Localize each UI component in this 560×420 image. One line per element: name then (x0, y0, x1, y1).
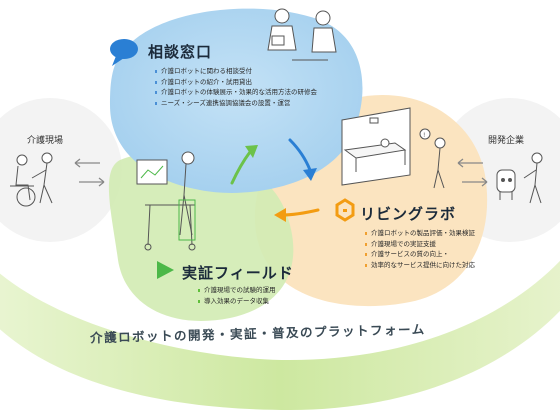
living-lab-title: リビングラボ (360, 205, 457, 223)
cycle-arrow-green (230, 150, 252, 185)
speech-bubble-icon (110, 39, 138, 66)
list-item: 介護ロボットの体験展示・効果的な活用方法の研修会 (155, 87, 317, 98)
double-arrow-icon (74, 158, 105, 187)
list-item: 介護ロボットの紹介・試用貸出 (155, 77, 317, 88)
cycle-arrow-orange-head (274, 208, 286, 222)
list-item: 効率的なサービス提供に向けた対応 (365, 260, 475, 271)
cycle-arrow-blue (288, 138, 312, 172)
list-item: 介護ロボットに関わる相談受付 (155, 66, 317, 77)
consultation-list: 介護ロボットに関わる相談受付 介護ロボットの紹介・試用貸出 介護ロボットの体験展… (155, 66, 317, 108)
field-list: 介護現場での試験的運用 導入効果のデータ収集 (198, 285, 276, 306)
living-lab-illustration: ! (341, 107, 446, 189)
list-item: 介護現場での試験的運用 (198, 285, 276, 296)
caregiver-illustration (10, 152, 53, 207)
list-item: 介護現場での実証支援 (365, 239, 475, 250)
double-arrow-icon (457, 158, 488, 187)
field-blob (108, 150, 294, 321)
list-item: ニーズ・シーズ連携協調協議会の設置・運営 (155, 98, 317, 109)
consultation-blob (110, 8, 363, 193)
developer-illustration (496, 152, 543, 204)
cycle-arrow-green-head (245, 145, 258, 158)
left-circle (0, 98, 122, 242)
cycle-arrow-blue-head (303, 168, 317, 181)
hexagon-icon (335, 198, 355, 222)
platform-arc (0, 260, 560, 410)
list-item: 介護ロボットの製品評価・効果検証 (365, 228, 475, 239)
consultation-illustration (267, 8, 337, 61)
svg-text:!: ! (423, 132, 425, 139)
care-site-label: 介護現場 (27, 136, 64, 146)
play-triangle-icon (157, 261, 174, 279)
developer-label: 開発企業 (488, 136, 525, 146)
living-lab-list: 介護ロボットの製品評価・効果検証 介護現場での実証支援 介護サービスの質の向上・… (365, 228, 475, 270)
field-illustration (136, 151, 196, 251)
list-item: 導入効果のデータ収集 (198, 296, 276, 307)
field-title: 実証フィールド (182, 264, 294, 282)
consultation-title: 相談窓口 (148, 43, 213, 61)
list-item: 介護サービスの質の向上・ (365, 249, 475, 260)
